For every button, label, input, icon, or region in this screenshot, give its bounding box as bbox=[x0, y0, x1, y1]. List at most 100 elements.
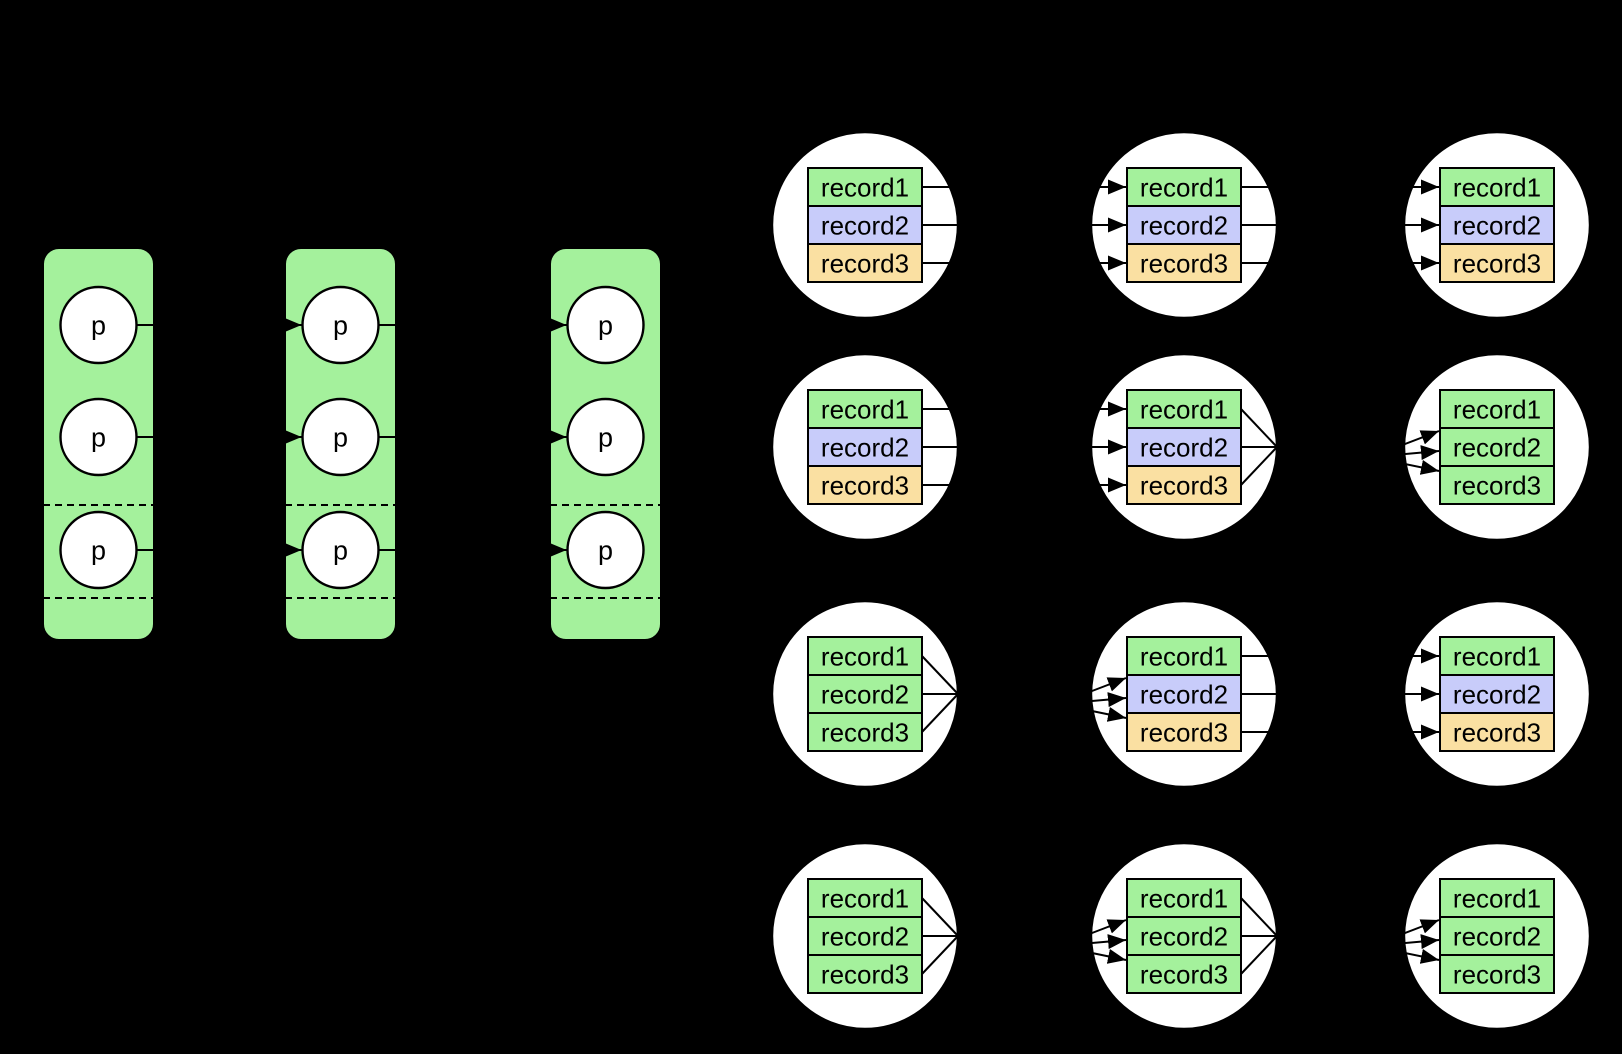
record-out-line bbox=[921, 693, 959, 733]
pointer-circle bbox=[59, 397, 138, 477]
record-in-arrow bbox=[1057, 945, 1127, 964]
page-cell-r2-c3: record1 record2 record3 bbox=[1370, 352, 1592, 542]
pointer-label: p bbox=[91, 422, 106, 452]
record-in-arrow bbox=[1370, 945, 1440, 964]
record-label: record3 bbox=[1453, 470, 1541, 500]
pointer-circle bbox=[59, 285, 138, 365]
record-in-arrow bbox=[1370, 456, 1440, 475]
record-label: record3 bbox=[1140, 248, 1228, 278]
record-label: record1 bbox=[1140, 172, 1228, 202]
pointer-circle bbox=[301, 397, 380, 477]
record-in-arrow bbox=[1370, 934, 1440, 950]
record-label: record1 bbox=[1140, 883, 1228, 913]
record-cell bbox=[807, 636, 923, 676]
record-label: record3 bbox=[1453, 248, 1541, 278]
record-label: record3 bbox=[1453, 717, 1541, 747]
record-label: record1 bbox=[821, 883, 909, 913]
pointer-circle bbox=[566, 285, 645, 365]
pointer-circle bbox=[301, 510, 380, 590]
pointer-label: p bbox=[333, 535, 348, 565]
record-label: record2 bbox=[1453, 210, 1541, 240]
record-label: record2 bbox=[821, 679, 909, 709]
record-cell bbox=[807, 712, 923, 752]
record-in-arrow bbox=[1057, 919, 1127, 947]
pointer-label: p bbox=[598, 422, 613, 452]
record-label: record1 bbox=[1453, 394, 1541, 424]
pointer-circle bbox=[59, 510, 138, 590]
record-out-line bbox=[921, 935, 959, 975]
record-label: record1 bbox=[821, 641, 909, 671]
record-label: record3 bbox=[821, 248, 909, 278]
page-cell-r1-c2: record1 record2 record3 bbox=[1051, 130, 1317, 320]
record-label: record2 bbox=[821, 210, 909, 240]
record-label: record3 bbox=[1140, 717, 1228, 747]
record-label: record2 bbox=[1140, 679, 1228, 709]
pointer-circle bbox=[566, 510, 645, 590]
pointer-label: p bbox=[91, 310, 106, 340]
record-label: record3 bbox=[821, 717, 909, 747]
record-label: record3 bbox=[821, 959, 909, 989]
record-label: record2 bbox=[1140, 921, 1228, 951]
page-cell-r2-c1: record1 record2 record3 bbox=[770, 352, 998, 542]
record-cell bbox=[1439, 465, 1555, 505]
record-label: record1 bbox=[821, 394, 909, 424]
record-out-line bbox=[1240, 446, 1278, 486]
record-out-line bbox=[921, 897, 959, 937]
record-out-line bbox=[1240, 935, 1278, 975]
page-cell-r4-c2: record1 record2 record3 bbox=[1057, 841, 1279, 1031]
pointer-circle bbox=[566, 397, 645, 477]
record-cell bbox=[1439, 674, 1555, 714]
record-stack-border bbox=[1126, 636, 1242, 752]
pointer-box-3: p p p bbox=[520, 247, 662, 641]
record-stack-border bbox=[807, 636, 923, 752]
record-cell bbox=[807, 916, 923, 956]
record-cell bbox=[807, 243, 923, 283]
record-label: record1 bbox=[1453, 172, 1541, 202]
pointer-label: p bbox=[598, 310, 613, 340]
record-label: record3 bbox=[1140, 470, 1228, 500]
record-out-line bbox=[1240, 897, 1278, 937]
page-cell-r1-c1: record1 record2 record3 bbox=[770, 130, 998, 320]
record-label: record2 bbox=[1140, 432, 1228, 462]
record-label: record2 bbox=[821, 921, 909, 951]
record-stack-border bbox=[1439, 167, 1555, 283]
record-stack-border bbox=[807, 167, 923, 283]
record-in-arrow bbox=[1370, 445, 1440, 461]
record-out-line bbox=[921, 655, 959, 695]
record-stack-border bbox=[1126, 389, 1242, 505]
record-stack-border bbox=[807, 878, 923, 994]
record-cell bbox=[807, 205, 923, 245]
record-label: record1 bbox=[1453, 883, 1541, 913]
record-cell bbox=[1126, 674, 1242, 714]
record-in-arrow bbox=[1057, 703, 1127, 722]
record-in-arrow bbox=[1057, 677, 1127, 705]
record-label: record3 bbox=[1140, 959, 1228, 989]
pointer-label: p bbox=[598, 535, 613, 565]
record-out-line bbox=[1240, 408, 1278, 448]
pointer-label: p bbox=[333, 310, 348, 340]
page-cell-r3-c2: record1 record2 record3 bbox=[1057, 599, 1317, 789]
record-label: record3 bbox=[821, 470, 909, 500]
record-label: record2 bbox=[1453, 432, 1541, 462]
record-label: record3 bbox=[1453, 959, 1541, 989]
record-cell bbox=[807, 674, 923, 714]
record-in-arrow bbox=[1370, 430, 1440, 458]
record-stack-border bbox=[1126, 878, 1242, 994]
record-label: record1 bbox=[1140, 641, 1228, 671]
record-label: record2 bbox=[1453, 679, 1541, 709]
record-label: record1 bbox=[821, 172, 909, 202]
page-cell-r4-c1: record1 record2 record3 bbox=[770, 841, 960, 1031]
record-stack-border bbox=[1439, 389, 1555, 505]
record-label: record2 bbox=[1140, 210, 1228, 240]
record-stack-border bbox=[1126, 167, 1242, 283]
pointer-box-2: ppp bbox=[255, 247, 397, 641]
page-cell-r1-c3: record1 record2 record3 bbox=[1364, 130, 1592, 320]
page-cell-r3-c1: record1 record2 record3 bbox=[770, 599, 960, 789]
record-in-arrow bbox=[1370, 919, 1440, 947]
record-label: record2 bbox=[821, 432, 909, 462]
